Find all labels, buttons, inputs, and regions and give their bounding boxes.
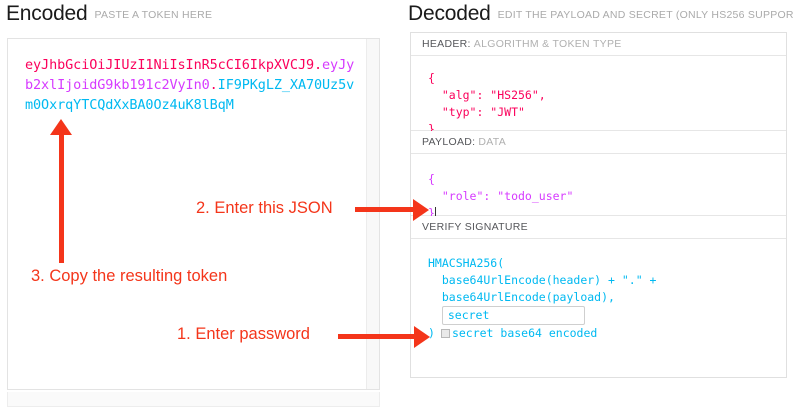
annotation-step-1-arrow-shaft	[338, 334, 416, 339]
payload-code-line-3: }	[428, 206, 435, 220]
payload-code-line-2: "role": "todo_user"	[428, 189, 574, 203]
decoded-subtitle: EDIT THE PAYLOAD AND SECRET (ONLY HS256 …	[497, 9, 793, 21]
secret-input[interactable]	[441, 306, 585, 325]
text-caret	[434, 207, 436, 219]
decoded-payload-section: PAYLOAD:DATA { "role": "todo_user" }	[411, 131, 786, 220]
signature-line-1: HMACSHA256(	[428, 256, 505, 270]
decoded-panel: HEADER:ALGORITHM & TOKEN TYPE { "alg": "…	[410, 32, 787, 378]
encoded-subtitle: PASTE A TOKEN HERE	[94, 9, 213, 21]
decoded-title: Decoded	[408, 2, 491, 25]
annotation-step-3-label: 3. Copy the resulting token	[31, 267, 228, 285]
header-section-label-light: ALGORITHM & TOKEN TYPE	[473, 38, 622, 50]
annotation-step-1-arrow-head-icon	[414, 326, 430, 348]
token-separator-2: .	[209, 77, 218, 93]
encoded-title: Encoded	[6, 2, 88, 25]
signature-section-label-strong: VERIFY SIGNATURE	[422, 221, 528, 233]
decoded-header-section: HEADER:ALGORITHM & TOKEN TYPE { "alg": "…	[411, 33, 786, 136]
signature-closing-paren: )	[428, 326, 435, 340]
signature-formula: HMACSHA256( base64UrlEncode(header) + ".…	[411, 239, 786, 340]
encoded-token-panel[interactable]: eyJhbGciOiJIUzI1NiIsInR5cCI6IkpXVCJ9.eyJ…	[7, 38, 380, 390]
annotation-step-3-arrow-head-icon	[50, 119, 72, 135]
encoded-token-text[interactable]: eyJhbGciOiJIUzI1NiIsInR5cCI6IkpXVCJ9.eyJ…	[25, 55, 355, 115]
token-payload-segment: eyJyb2xlIjoidG9kb191c2VyIn0	[25, 57, 355, 93]
secret-base64-checkbox-label[interactable]: secret base64 encoded	[451, 326, 598, 340]
token-separator-1: .	[314, 57, 323, 73]
encoded-column-heading: Encoded PASTE A TOKEN HERE	[6, 2, 212, 26]
signature-line-2: base64UrlEncode(header) + "." +	[428, 273, 657, 287]
header-json-code: { "alg": "HS256", "typ": "JWT" }	[428, 71, 546, 136]
encoded-panel-footer	[7, 392, 380, 407]
annotation-step-1-label: 1. Enter password	[177, 325, 310, 343]
annotation-step-2-arrow-head-icon	[413, 199, 429, 221]
encoded-panel-scrollbar[interactable]	[366, 39, 379, 389]
payload-section-label-light: DATA	[478, 136, 507, 148]
signature-line-3: base64UrlEncode(payload),	[428, 290, 615, 304]
header-section-label: HEADER:ALGORITHM & TOKEN TYPE	[411, 33, 786, 56]
signature-section-label: VERIFY SIGNATURE	[411, 216, 786, 239]
header-section-label-strong: HEADER:	[422, 38, 471, 50]
payload-code-line-1: {	[428, 172, 435, 186]
payload-json-editor[interactable]: { "role": "todo_user" }	[411, 154, 786, 220]
decoded-column-heading: Decoded EDIT THE PAYLOAD AND SECRET (ONLY…	[408, 2, 793, 26]
decoded-signature-section: VERIFY SIGNATURE HMACSHA256( base64UrlEn…	[411, 216, 786, 340]
annotation-step-2-label: 2. Enter this JSON	[196, 199, 333, 217]
annotation-step-3-arrow-shaft	[59, 133, 64, 263]
secret-base64-checkbox[interactable]	[440, 329, 450, 338]
payload-section-label-strong: PAYLOAD:	[422, 136, 476, 148]
payload-section-label: PAYLOAD:DATA	[411, 131, 786, 154]
token-header-segment: eyJhbGciOiJIUzI1NiIsInR5cCI6IkpXVCJ9	[25, 57, 314, 73]
annotation-step-2-arrow-shaft	[355, 207, 415, 212]
token-signature-segment: IF9PKgLZ_XA70Uz5vm0OxrqYTCQdXxBA0Oz4uK8l…	[25, 77, 355, 113]
